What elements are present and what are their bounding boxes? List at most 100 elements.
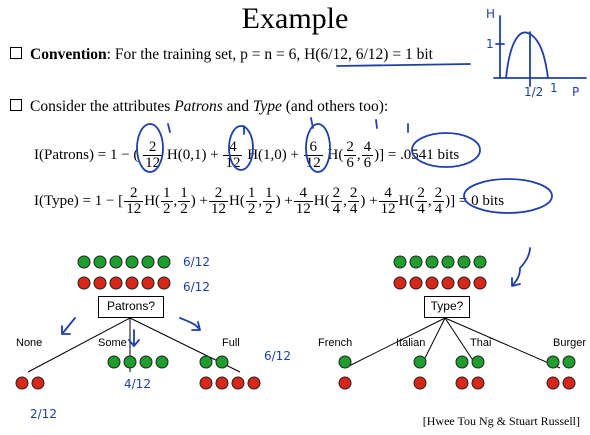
numerator: 1 (265, 185, 273, 201)
branch-label-full: Full (222, 337, 240, 349)
positive-example-dot (471, 355, 485, 369)
branch-label-thai: Thai (470, 337, 492, 349)
denominator: 12 (208, 201, 228, 217)
positive-example-dot (93, 255, 107, 269)
negative-example-dot (141, 276, 155, 290)
numerator: 4 (229, 139, 237, 155)
plus: ) + (190, 192, 208, 209)
entropy-term: H( (398, 192, 415, 209)
branch-line (444, 317, 561, 369)
positive-example-dot (413, 355, 427, 369)
negative-example-dot (425, 276, 439, 290)
negative-example-dot (562, 376, 576, 390)
consider-line: Consider the attributes Patrons and Type… (10, 98, 388, 116)
branch-label-french: French (318, 337, 353, 349)
plus: ) + (360, 192, 378, 209)
circle-mark (136, 123, 164, 173)
entropy-term: H( (144, 192, 161, 209)
denominator: 4 (347, 201, 360, 217)
comma: , (343, 192, 347, 209)
consider-mid: and (222, 98, 253, 115)
numerator: 1 (247, 185, 256, 201)
entropy-term: H(1,0) + (247, 146, 299, 163)
handwriting (61, 15, 587, 348)
negative-example-dot (455, 376, 469, 390)
numerator: 2 (332, 185, 341, 201)
branch-line (27, 317, 131, 373)
branch-label-some: Some (98, 337, 127, 349)
positive-example-dot (441, 255, 455, 269)
comma: , (173, 192, 178, 209)
negative-example-dot (125, 276, 139, 290)
positive-example-dot (155, 355, 169, 369)
negative-example-dot (31, 376, 45, 390)
circle-mark (463, 178, 553, 214)
denominator: 2 (161, 201, 173, 217)
numerator: 4 (363, 139, 372, 155)
patrons-root-node: Patrons? (98, 296, 164, 318)
denominator: 2 (245, 201, 258, 217)
negative-example-dot (231, 376, 245, 390)
positive-example-dot (199, 355, 213, 369)
negative-example-dot (215, 376, 229, 390)
positive-example-dot (409, 255, 423, 269)
denominator: 4 (330, 201, 343, 217)
numerator: 2 (346, 139, 354, 155)
tick-mark (310, 117, 314, 129)
consider-prefix: Consider the attributes (30, 98, 175, 115)
arrow-mark (511, 247, 531, 287)
negative-example-dot (93, 276, 107, 290)
comma: , (356, 146, 361, 163)
positive-example-dot (393, 255, 407, 269)
graph-one-label: 1 (486, 37, 494, 51)
convention-text: : For the training set, p = n = 6, H(6/1… (106, 46, 433, 63)
attribute-patrons: Patrons (174, 98, 223, 115)
negative-example-dot (393, 276, 407, 290)
entropy-term: H( (228, 192, 245, 209)
tick-mark (167, 123, 171, 133)
negative-example-dot (15, 376, 29, 390)
eq-rhs: )] = .0541 bits (374, 146, 460, 163)
numerator: 4 (384, 185, 392, 201)
numerator: 2 (129, 185, 138, 201)
positive-example-dot (157, 255, 171, 269)
arrow-mark (179, 317, 201, 331)
negative-example-dot (473, 276, 487, 290)
denominator: 12 (293, 201, 313, 217)
negative-example-dot (413, 376, 427, 390)
eq-rhs: )] = 0 bits (445, 192, 505, 209)
bullet-box-icon (10, 99, 22, 111)
positive-example-dot (77, 255, 91, 269)
circle-mark (411, 132, 481, 168)
entropy-term: H(0,1) + (166, 146, 219, 163)
branch-label-burger: Burger (553, 337, 587, 349)
numerator: 2 (214, 185, 223, 201)
positive-example-dot (455, 355, 469, 369)
positive-example-dot (562, 355, 576, 369)
entropy-term: H( (313, 192, 330, 209)
positive-example-dot (123, 355, 137, 369)
positive-example-dot (107, 355, 121, 369)
entropy-term: H( (327, 146, 344, 163)
some-fraction: 4/12 (124, 377, 151, 391)
none-fraction: 2/12 (30, 407, 57, 421)
circle-mark (228, 125, 254, 171)
graph-half-label: 1/2 (524, 85, 543, 99)
positive-example-dot (457, 255, 471, 269)
positive-example-dot (109, 255, 123, 269)
comma: , (258, 192, 263, 209)
negative-example-dot (77, 276, 91, 290)
denominator: 4 (415, 201, 427, 217)
